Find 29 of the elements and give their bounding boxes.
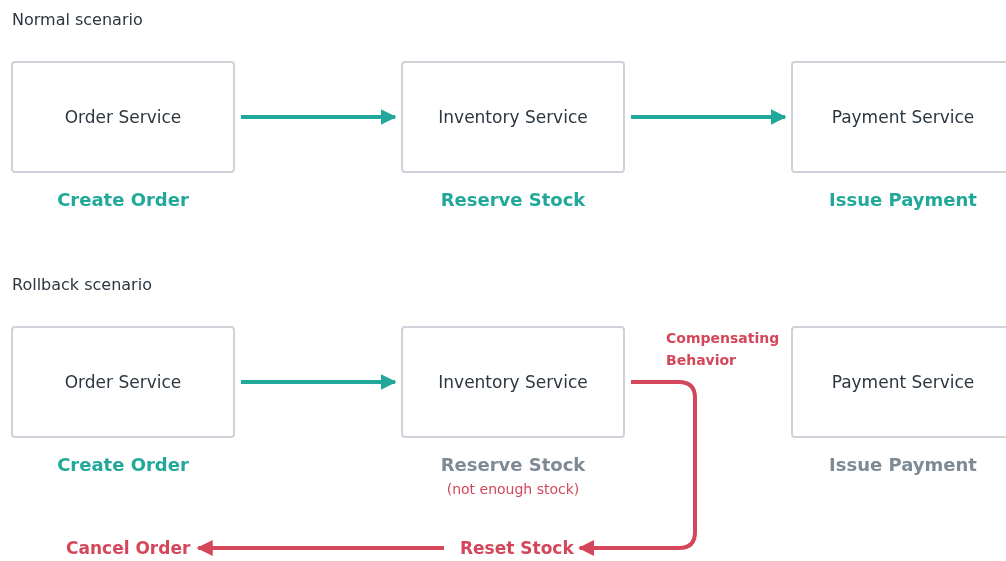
scenario-heading: Rollback scenario xyxy=(12,275,152,294)
edge-label: Compensating Behavior xyxy=(666,329,781,370)
arrow xyxy=(241,374,397,390)
arrow xyxy=(631,109,787,125)
service-box xyxy=(11,61,235,173)
arrow xyxy=(578,380,697,556)
service-name: Payment Service xyxy=(831,107,975,127)
service-box xyxy=(791,326,1006,438)
service-name: Inventory Service xyxy=(438,372,588,392)
step-label: Issue Payment xyxy=(829,189,977,210)
scenario-heading: Normal scenario xyxy=(12,10,143,29)
service-name: Payment Service xyxy=(831,372,975,392)
step-label: Issue Payment xyxy=(829,454,977,475)
step-note: (not enough stock) xyxy=(446,481,580,497)
service-name: Order Service xyxy=(64,372,182,392)
arrow xyxy=(241,109,397,125)
step-label: Reserve Stock xyxy=(440,454,586,475)
service-name: Order Service xyxy=(64,107,182,127)
service-box xyxy=(11,326,235,438)
service-name: Inventory Service xyxy=(438,107,588,127)
step-label: Reset Stock xyxy=(460,538,574,558)
service-box xyxy=(401,61,625,173)
step-label: Create Order xyxy=(57,454,189,475)
step-label: Cancel Order xyxy=(66,538,191,558)
arrow xyxy=(196,540,444,556)
service-box xyxy=(791,61,1006,173)
step-label: Create Order xyxy=(57,189,189,210)
service-box xyxy=(401,326,625,438)
step-label: Reserve Stock xyxy=(440,189,586,210)
